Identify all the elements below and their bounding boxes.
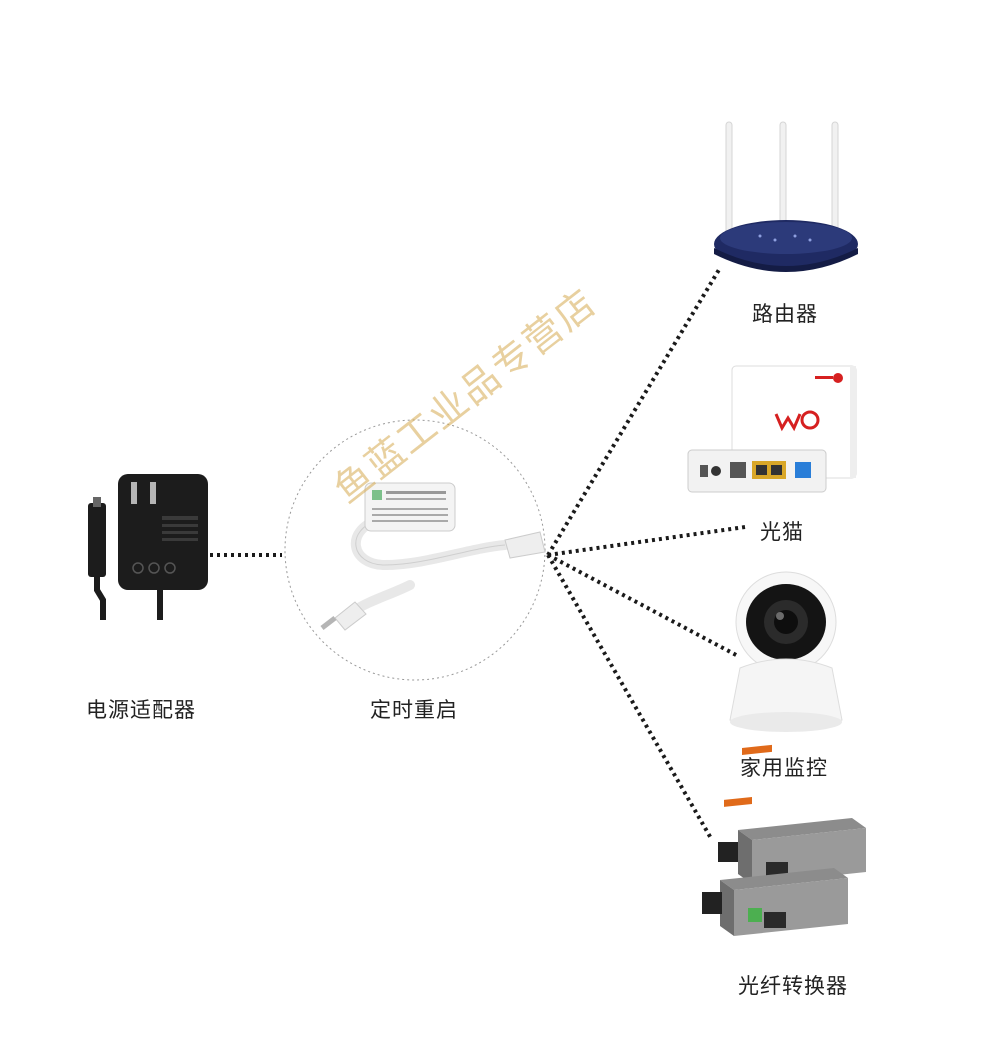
timer-reboot-label: 定时重启 xyxy=(370,694,458,724)
security-camera-icon xyxy=(730,572,842,732)
optical-modem-icon xyxy=(688,366,856,492)
router-label: 路由器 xyxy=(752,298,818,328)
optical-modem-label: 光猫 xyxy=(760,516,804,546)
fiber-converter-label: 光纤转换器 xyxy=(738,970,848,1000)
power-adapter-label: 电源适配器 xyxy=(86,694,196,724)
router-icon xyxy=(714,122,858,272)
connector-to-modem xyxy=(548,527,745,555)
power-adapter-icon xyxy=(88,474,208,620)
home-camera-label: 家用监控 xyxy=(740,752,828,782)
